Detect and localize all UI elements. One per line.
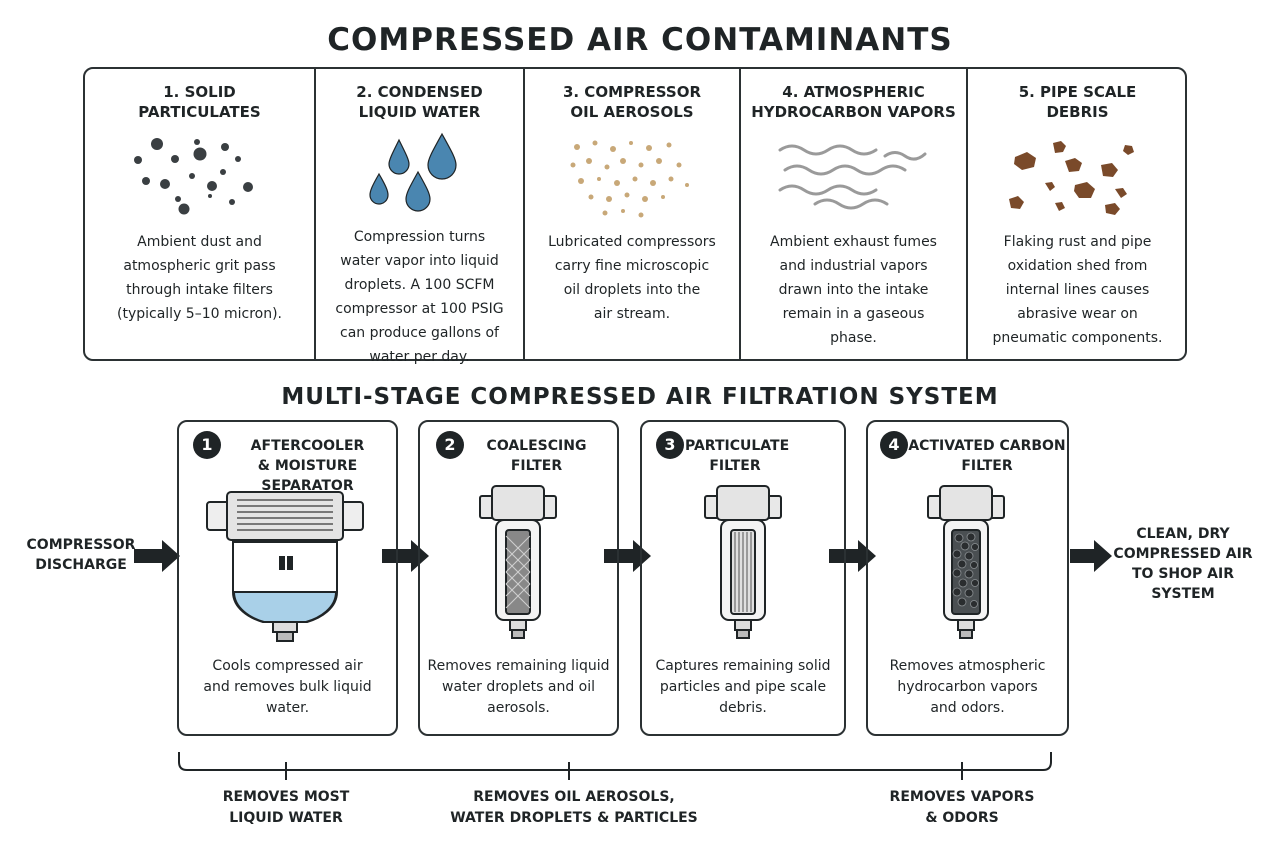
bottom-label-vapors: REMOVES VAPORS& ODORS: [889, 789, 1035, 826]
stage-coalescing-filter: [418, 420, 619, 736]
flow-arrow-icon: [1070, 540, 1112, 572]
column-divider: [314, 69, 316, 359]
water-droplets-icon: [369, 132, 457, 212]
stage-number-badge: 3: [656, 431, 684, 459]
stage-name: AFTERCOOLER& MOISTURE SEPARATOR: [250, 438, 365, 494]
coalescing-filter-icon: [479, 485, 557, 639]
main-title: COMPRESSED AIR CONTAMINANTS: [327, 22, 953, 58]
column-divider: [523, 69, 525, 359]
stage-number-badge: 4: [880, 431, 908, 459]
vapor-waves-icon: [778, 144, 927, 210]
aftercooler-separator-icon: [206, 491, 364, 642]
system-title: MULTI-STAGE COMPRESSED AIR FILTRATION SY…: [281, 384, 999, 410]
column-divider: [739, 69, 741, 359]
contaminants-panel: [83, 67, 1187, 361]
dust-particles-icon: [134, 138, 253, 215]
particulate-filter-icon: [704, 485, 782, 639]
stage-number-badge: 2: [436, 431, 464, 459]
flow-arrow-icon: [829, 540, 876, 572]
column-divider: [966, 69, 968, 359]
stage-aftercooler: [177, 420, 398, 736]
stage-number-badge: 1: [193, 431, 221, 459]
carbon-filter-icon: [927, 485, 1005, 639]
stage-particulate-filter: [640, 420, 846, 736]
stage-activated-carbon-filter: [866, 420, 1069, 736]
flow-arrow-icon: [604, 540, 651, 572]
oil-aerosol-icon: [570, 140, 689, 218]
flow-arrow-icon: [382, 540, 429, 572]
rust-flakes-icon: [1009, 141, 1134, 215]
bottom-label-oil-aerosols: REMOVES OIL AEROSOLS,WATER DROPLETS & PA…: [450, 789, 698, 826]
flow-arrow-icon: [134, 540, 180, 572]
